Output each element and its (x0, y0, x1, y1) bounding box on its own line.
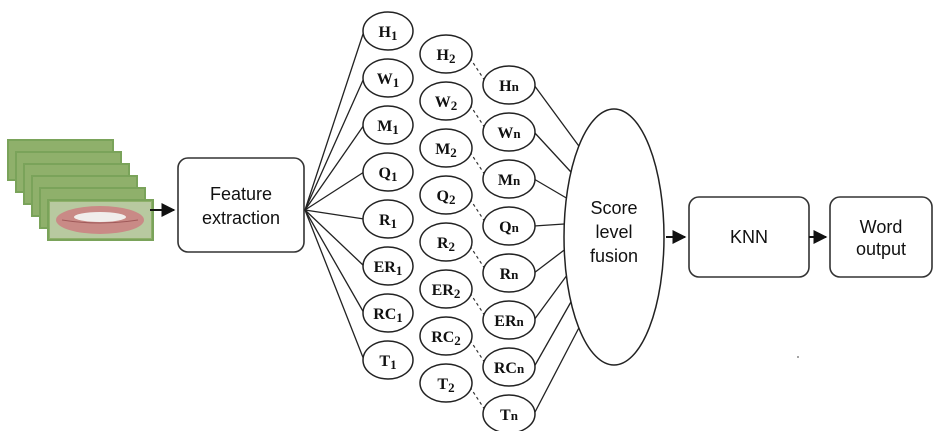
fusion-edge (533, 301, 572, 368)
fan-edge (304, 209, 365, 314)
node-rc-2: RC2 (419, 316, 473, 356)
node-q-1: Q1 (362, 152, 414, 192)
fusion-edge (533, 327, 580, 415)
fan-edge (304, 209, 365, 267)
fan-edge (304, 209, 365, 361)
fan-edge (304, 209, 365, 220)
node-label: T1 (379, 353, 396, 372)
node-label: Tn (500, 407, 519, 424)
fusion-edge (533, 131, 572, 173)
node-label: T2 (437, 376, 454, 395)
column-links (469, 57, 486, 411)
node-r-1: R1 (362, 199, 414, 239)
fusion-edge (533, 249, 565, 274)
node-label: Wn (497, 125, 521, 142)
node-label: ER2 (432, 282, 461, 301)
node-label: Qn (499, 219, 519, 236)
fusion-edge (533, 84, 580, 147)
node-label: Q2 (437, 188, 456, 207)
fusion-edges (533, 84, 580, 415)
fan-edge (304, 30, 365, 211)
fusion-edge (533, 178, 567, 199)
node-m-n: Mn (482, 159, 536, 199)
node-q-2: Q2 (419, 175, 473, 215)
node-label: R2 (437, 235, 455, 254)
fusion-edge (533, 223, 565, 227)
node-label: W2 (435, 94, 458, 113)
dashed-link (469, 386, 486, 411)
node-r-n: Rn (482, 253, 536, 293)
node-er-n: ERn (482, 300, 536, 340)
lip-frames-image (7, 139, 154, 241)
node-label: Hn (499, 78, 519, 95)
node-label: Q1 (379, 165, 398, 184)
node-label: R1 (379, 212, 397, 231)
node-label: RC2 (431, 329, 461, 348)
node-label: H1 (379, 24, 398, 43)
node-rc-n: RCn (482, 347, 536, 387)
node-r-2: R2 (419, 222, 473, 262)
node-label: W1 (377, 71, 400, 90)
node-w-2: W2 (419, 81, 473, 121)
dashed-link (469, 339, 486, 364)
fan-edge (304, 77, 365, 211)
node-er-1: ER1 (362, 246, 414, 286)
node-label: Mn (498, 172, 521, 189)
knn-box: KNN (688, 196, 810, 278)
node-h-1: H1 (362, 11, 414, 51)
node-t-n: Tn (482, 394, 536, 431)
dashed-link (469, 198, 486, 223)
knn-label: KNN (730, 227, 768, 247)
lip-line (61, 219, 139, 224)
node-t-1: T1 (362, 340, 414, 380)
node-label: ERn (494, 313, 524, 330)
node-h-2: H2 (419, 34, 473, 74)
node-label: M1 (377, 118, 399, 137)
dashed-link (469, 151, 486, 176)
node-m-1: M1 (362, 105, 414, 145)
node-m-2: M2 (419, 128, 473, 168)
node-q-n: Qn (482, 206, 536, 246)
node-t-2: T2 (419, 363, 473, 403)
node-rc-1: RC1 (362, 293, 414, 333)
fusion-edge (533, 275, 567, 321)
node-er-2: ER2 (419, 269, 473, 309)
node-w-n: Wn (482, 112, 536, 152)
dashed-link (469, 292, 486, 317)
dashed-link (469, 245, 486, 270)
node-label: M2 (435, 141, 457, 160)
node-h-n: Hn (482, 65, 536, 105)
fan-edges (304, 30, 365, 361)
node-w-1: W1 (362, 58, 414, 98)
dashed-link (469, 104, 486, 129)
node-label: RC1 (373, 306, 403, 325)
stray-dot (797, 356, 799, 358)
node-label: RCn (494, 360, 525, 377)
node-label: Rn (500, 266, 520, 283)
fan-edge (304, 124, 365, 211)
node-label: H2 (437, 47, 456, 66)
teeth (74, 212, 126, 222)
fan-edge (304, 171, 365, 211)
node-label: ER1 (374, 259, 403, 278)
dashed-link (469, 57, 486, 82)
